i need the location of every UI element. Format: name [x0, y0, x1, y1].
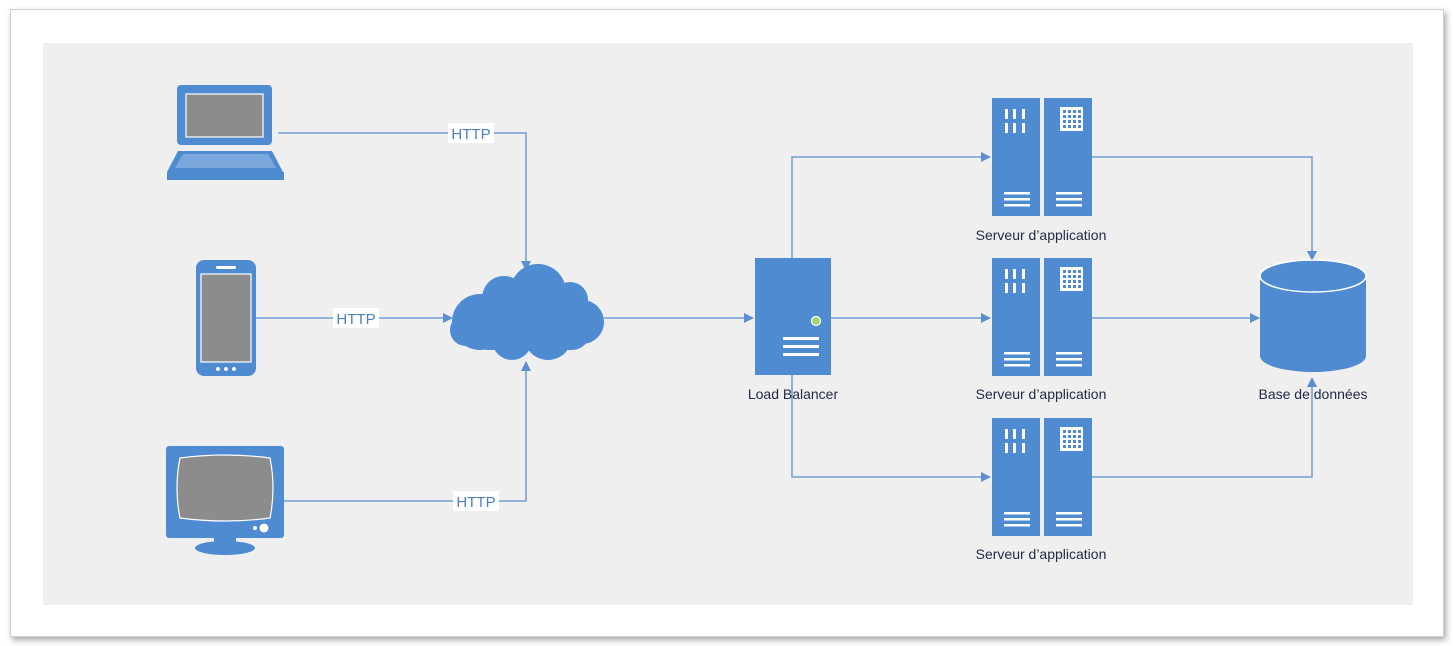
app-server-label-1: Serveur d’application	[976, 227, 1107, 243]
app-server-icon-3	[992, 418, 1092, 536]
svg-text:HTTP: HTTP	[336, 311, 375, 328]
database-label: Base de données	[1259, 386, 1368, 402]
edge-label-laptop: HTTP	[448, 123, 494, 143]
edge-label-phone: HTTP	[333, 308, 379, 328]
app-server-label-3: Serveur d’application	[976, 546, 1107, 562]
monitor-icon	[166, 446, 284, 555]
edge-monitor-cloud	[283, 361, 531, 502]
edge-laptop-cloud	[278, 132, 531, 271]
edge-server3-db	[1090, 377, 1317, 478]
svg-text:HTTP: HTTP	[451, 126, 490, 143]
app-server-icon-2	[992, 258, 1092, 376]
edge-lb-server3	[791, 375, 991, 482]
app-server-icon-1	[992, 98, 1092, 216]
edge-lb-server1	[791, 152, 991, 258]
smartphone-icon	[196, 260, 256, 376]
edge-server1-db	[1090, 156, 1317, 261]
cloud-icon	[450, 264, 604, 360]
database-icon	[1259, 259, 1367, 372]
edge-label-monitor: HTTP	[453, 491, 499, 511]
load-balancer-server-icon	[755, 258, 831, 375]
svg-text:HTTP: HTTP	[456, 494, 495, 511]
load-balancer-label: Load Balancer	[748, 386, 839, 402]
app-server-label-2: Serveur d’application	[976, 386, 1107, 402]
laptop-icon	[167, 85, 284, 180]
